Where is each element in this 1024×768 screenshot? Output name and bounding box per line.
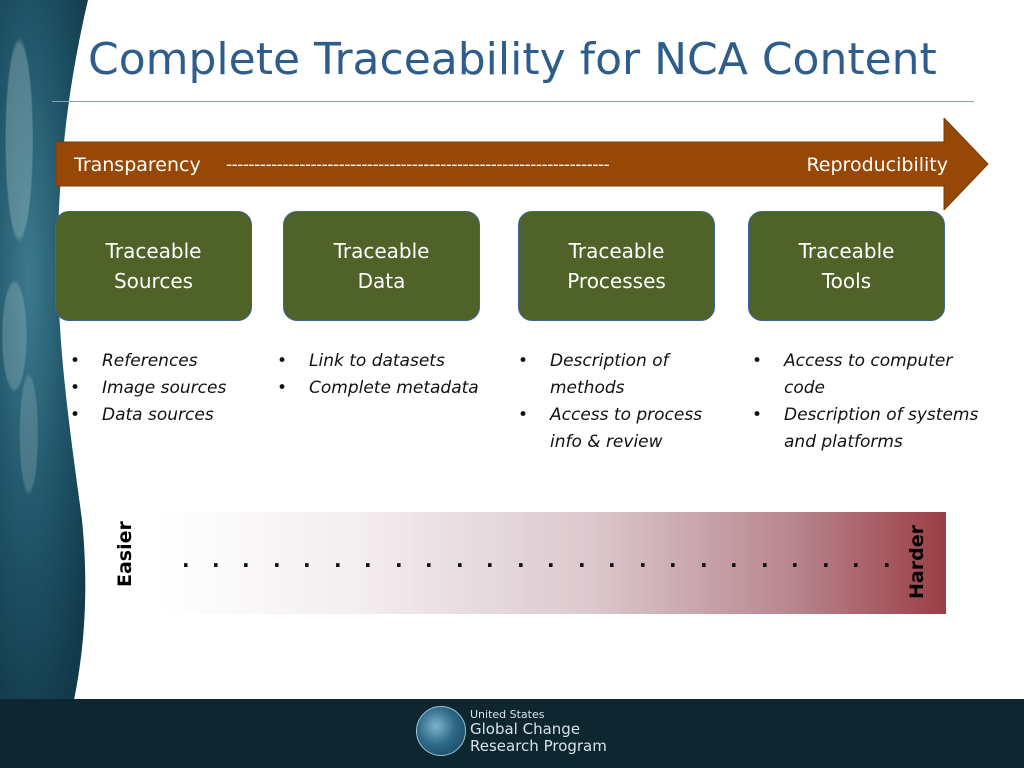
slide-title: Complete Traceability for NCA Content: [88, 34, 937, 85]
globe-logo-icon: [416, 706, 466, 756]
arrow-label-row: Transparency ---------------------------…: [74, 150, 954, 180]
list-item: Access to process info & review: [518, 402, 723, 456]
list-item: Description of systems and platforms: [752, 402, 997, 456]
box-line1: Traceable: [333, 239, 430, 263]
box-line1: Traceable: [568, 239, 665, 263]
box-traceable-processes: Traceable Processes: [518, 211, 715, 321]
list-item: Complete metadata: [277, 375, 507, 402]
list-item: Description of methods: [518, 348, 723, 402]
transparency-reproducibility-arrow: [56, 118, 989, 210]
box-line2: Tools: [821, 269, 872, 293]
list-item: References: [70, 348, 270, 375]
org-line2: Global Change: [470, 720, 581, 738]
data-bullet-list: Link to datasets Complete metadata: [277, 348, 507, 402]
harder-label: Harder: [906, 525, 928, 599]
arrow-dashes: ----------------------------------------…: [226, 155, 610, 175]
box-line1: Traceable: [798, 239, 895, 263]
footer-bar: [0, 699, 1024, 768]
easier-label: Easier: [114, 521, 136, 587]
box-traceable-data: Traceable Data: [283, 211, 480, 321]
dotted-line: ... ... ... ... ... ... ... ...: [182, 548, 891, 572]
box-traceable-tools: Traceable Tools: [748, 211, 945, 321]
arrow-left-label: Transparency: [74, 154, 201, 176]
box-traceable-sources: Traceable Sources: [55, 211, 252, 321]
arrow-shape: [56, 118, 989, 210]
sources-bullet-list: References Image sources Data sources: [70, 348, 270, 429]
list-item: Data sources: [70, 402, 270, 429]
box-line2: Sources: [113, 269, 194, 293]
box-line2: Data: [357, 269, 406, 293]
box-line1: Traceable: [105, 239, 202, 263]
title-divider: [52, 101, 974, 102]
processes-bullet-list: Description of methods Access to process…: [518, 348, 723, 456]
tools-bullet-list: Access to computer code Description of s…: [752, 348, 997, 456]
difficulty-gradient-scale: [160, 512, 946, 614]
org-line3: Research Program: [470, 737, 607, 755]
list-item: Access to computer code: [752, 348, 997, 402]
box-line2: Processes: [567, 269, 666, 293]
arrow-right-label: Reproducibility: [806, 154, 948, 176]
org-line1: United States: [470, 708, 545, 721]
list-item: Link to datasets: [277, 348, 507, 375]
footer-org-name: United States Global Change Research Pro…: [470, 708, 607, 755]
list-item: Image sources: [70, 375, 270, 402]
